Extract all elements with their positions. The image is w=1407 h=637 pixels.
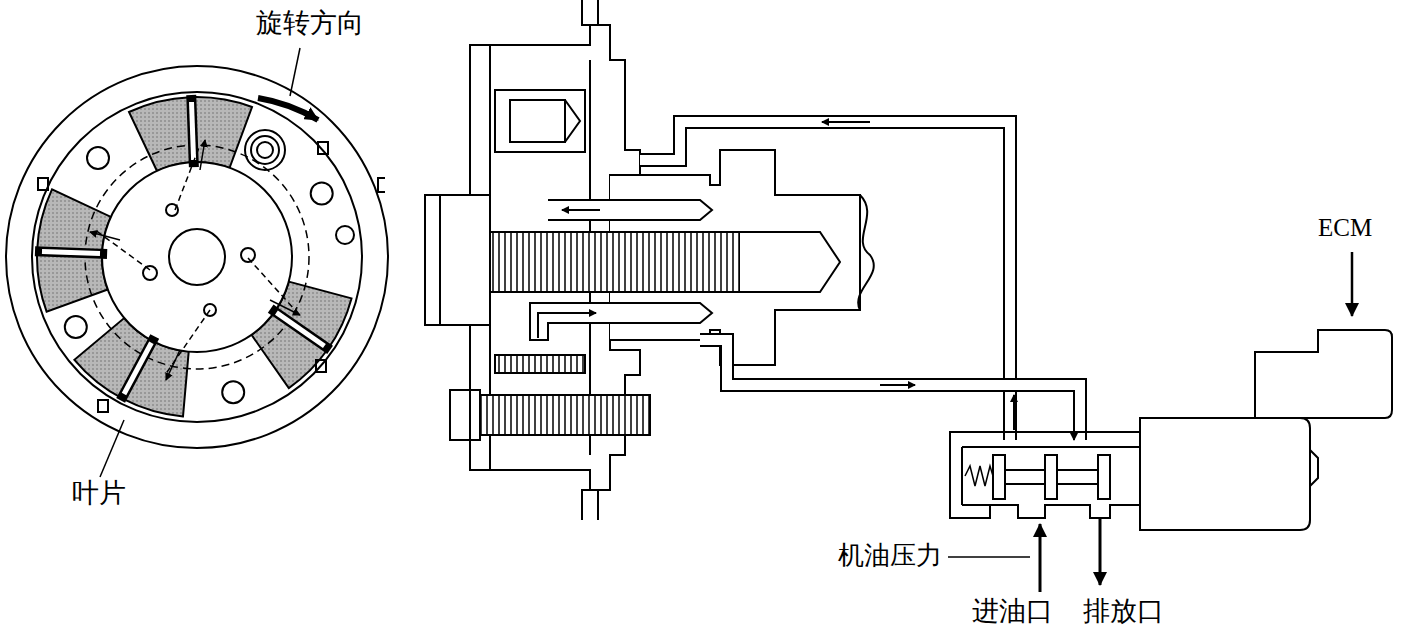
- part-label: 旋转方向: [256, 8, 364, 38]
- rotor-view: [6, 48, 388, 477]
- part-label: ECM: [1318, 214, 1372, 242]
- part-label: 机油压力: [838, 541, 942, 570]
- part-label: 排放口: [1083, 596, 1164, 626]
- oil-control-valve: [948, 252, 1392, 592]
- part-label: 进油口: [972, 596, 1053, 626]
- phaser-section: [425, 0, 874, 520]
- oil-line: [640, 122, 1080, 442]
- part-label: 叶片: [72, 478, 126, 508]
